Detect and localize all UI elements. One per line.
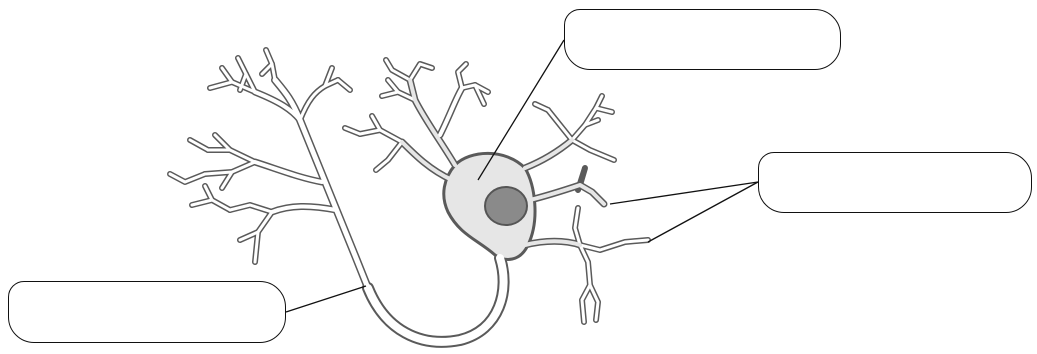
nucleus [485, 187, 527, 225]
label-box-dendrites[interactable] [758, 152, 1032, 213]
leader-line-axon [286, 286, 366, 312]
leader-line-dendrite-lower [648, 182, 758, 242]
label-box-axon[interactable] [8, 281, 286, 343]
axon-inner [368, 258, 504, 342]
leader-line-dendrite-upper [610, 182, 758, 204]
label-box-cell-body[interactable] [564, 9, 841, 70]
